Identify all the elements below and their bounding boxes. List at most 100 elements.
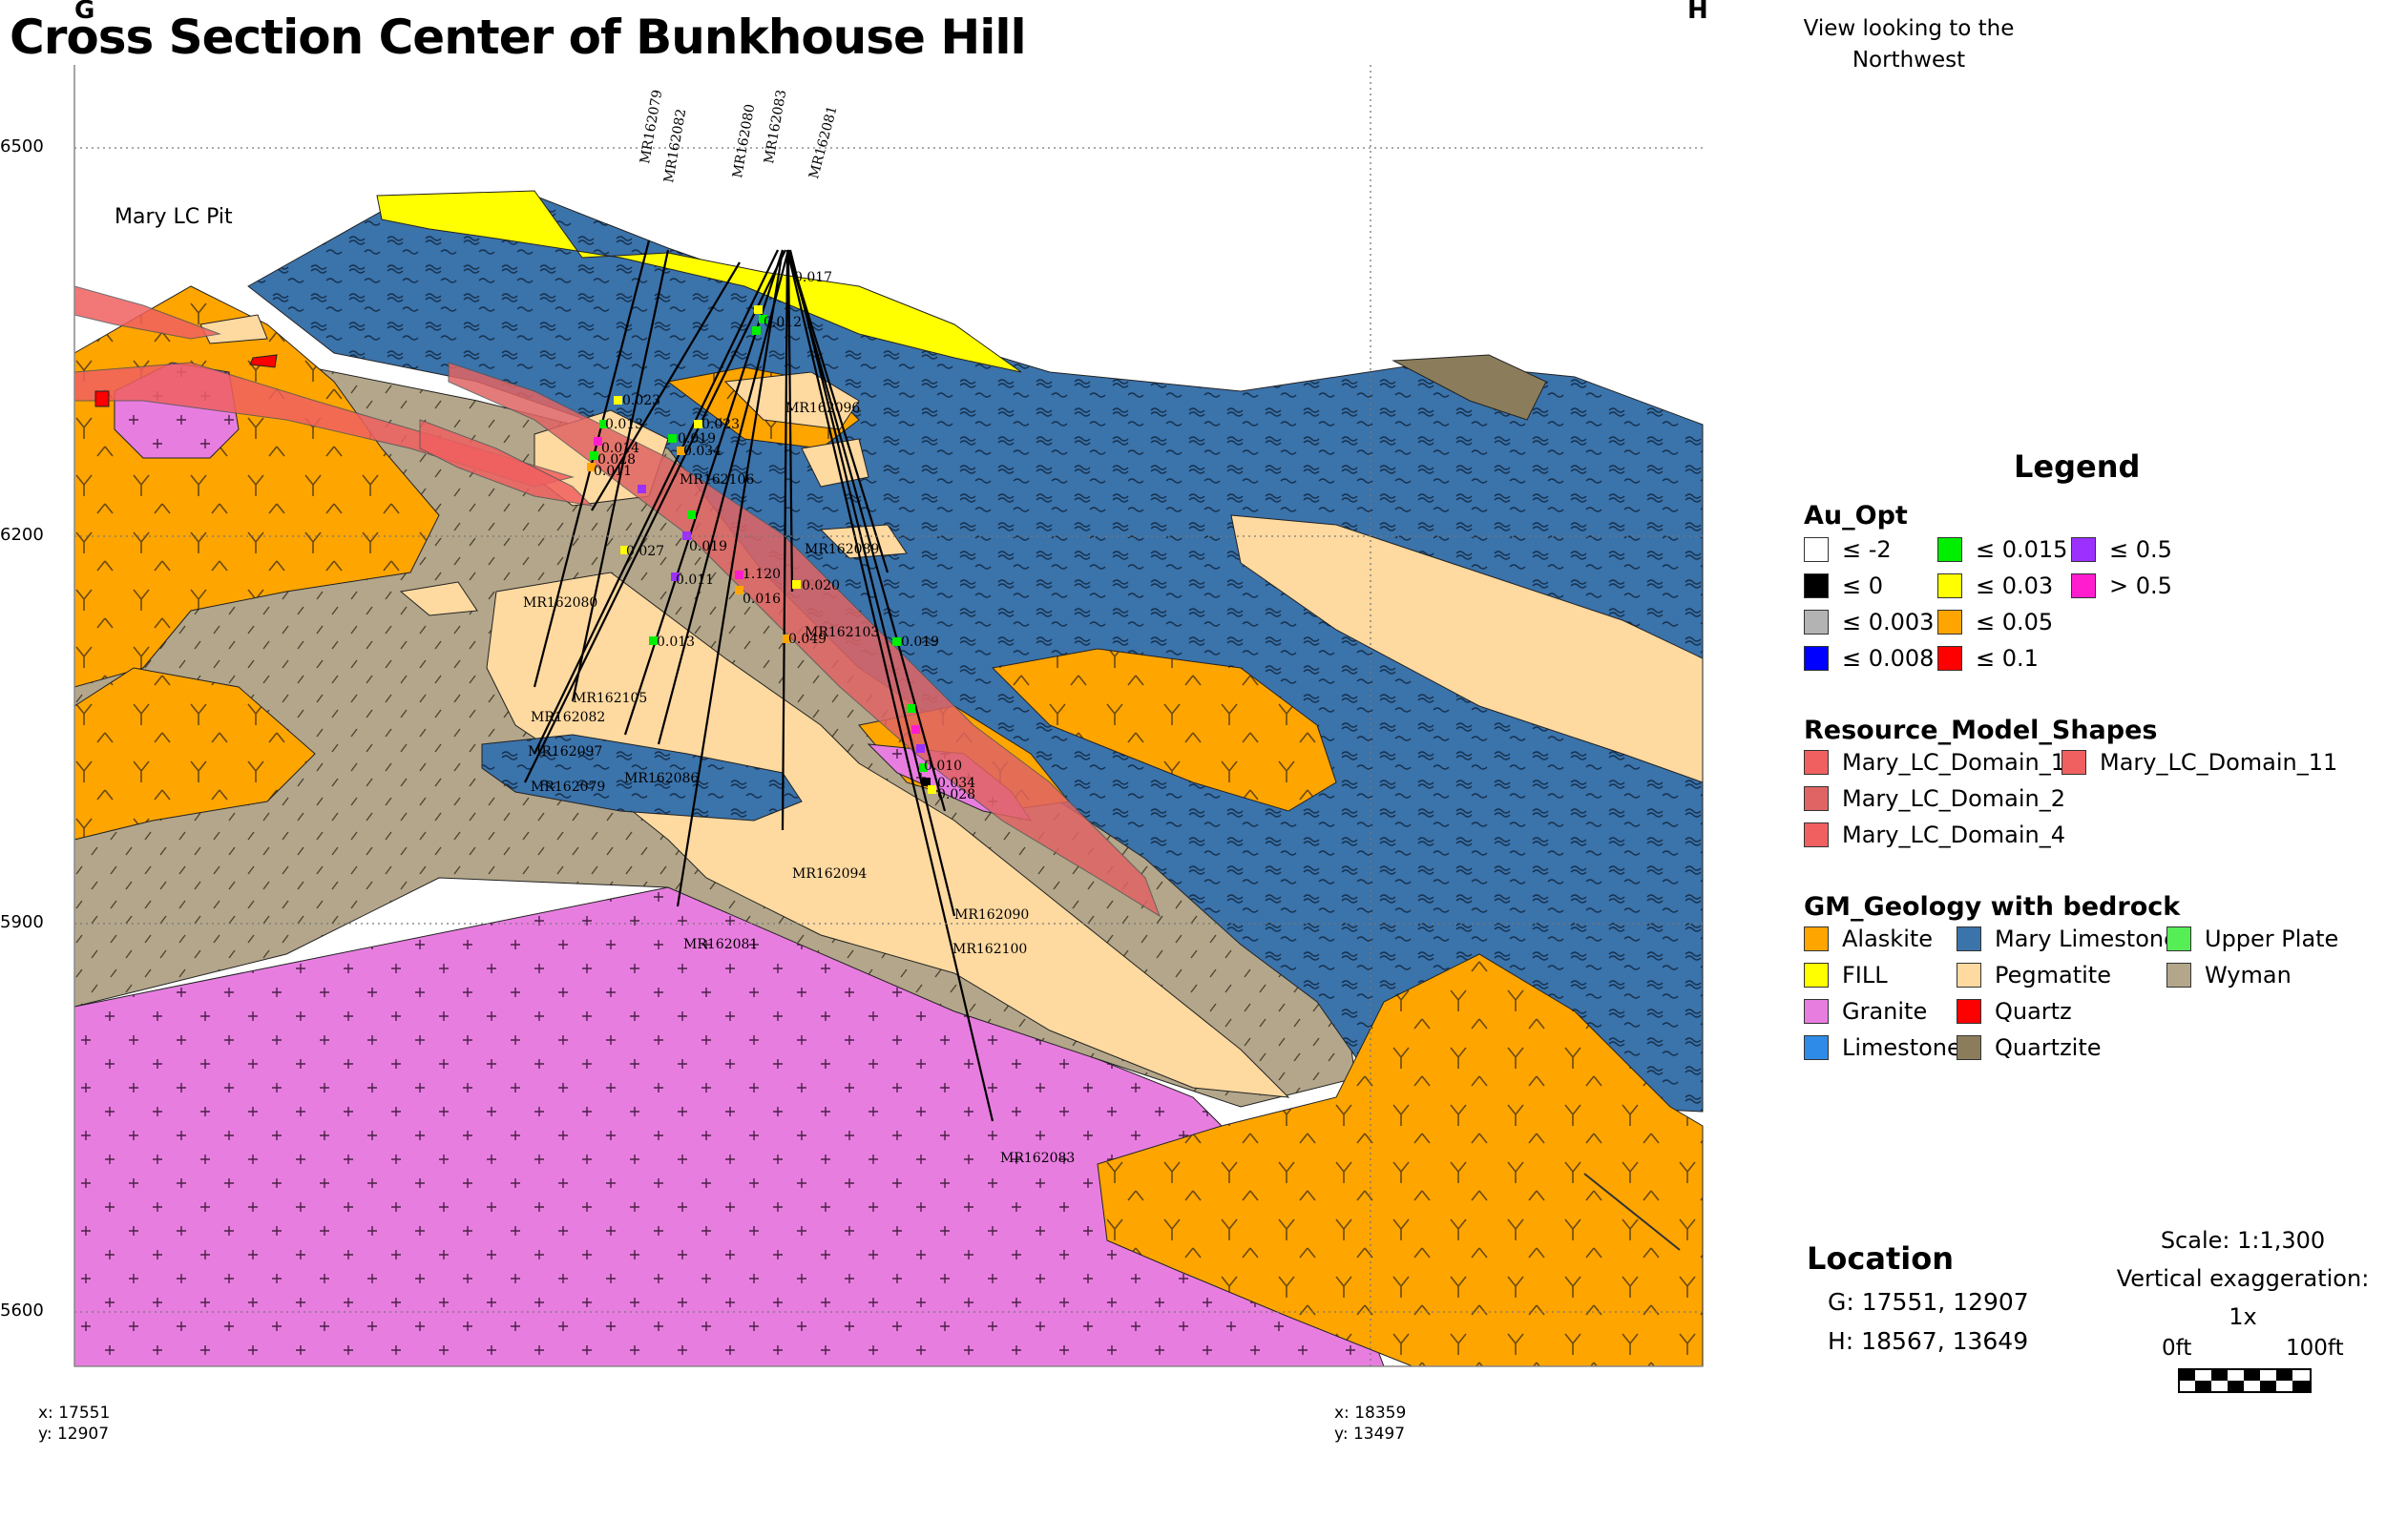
legend-swatch (2062, 750, 2086, 775)
legend-title: Legend (2014, 448, 2141, 485)
legend-swatch (1937, 573, 1962, 598)
location-panel: Location G: 17551, 12907 H: 18567, 13649 (1807, 1240, 2029, 1355)
legend-swatch (1937, 646, 1962, 671)
elevation-label: 5900 (0, 912, 44, 932)
coord-y: y: 12907 (38, 1425, 110, 1444)
legend-swatch (1804, 610, 1829, 635)
coord-y: y: 13497 (1334, 1425, 1406, 1444)
section-start-label: G (74, 0, 95, 25)
pit-label: Mary LC Pit (115, 205, 233, 229)
legend-item: Pegmatite (1957, 962, 2111, 989)
drill-hole-label: MR162089 (805, 542, 880, 557)
legend-swatch (1804, 750, 1829, 775)
drill-hole-label: MR162082 (531, 710, 606, 725)
drill-hole-traces (524, 239, 994, 1122)
legend-swatch (1957, 926, 1981, 951)
legend-section-title: Resource_Model_Shapes (1804, 716, 2158, 745)
legend-item: ≤ 0.003 (1804, 609, 1934, 635)
legend-item: Quartz (1957, 998, 2072, 1025)
scale-bar-graphic (2178, 1368, 2312, 1393)
assay-value-label: 0.034 (683, 444, 722, 459)
view-direction-note: View looking to the Northwest (1803, 16, 2015, 73)
assay-value-label: 0.010 (924, 759, 963, 774)
scale-panel: Scale: 1:1,300 Vertical exaggeration: 1x… (2100, 1221, 2386, 1403)
legend-swatch (2166, 963, 2191, 988)
assay-value-label: 0.012 (764, 315, 803, 330)
drill-hole-label: MR162105 (573, 691, 648, 706)
drill-hole-label: MR162096 (785, 401, 861, 416)
legend-swatch (2166, 926, 2191, 951)
drill-hole-label: MR162090 (954, 907, 1030, 923)
legend-item: ≤ 0.5 (2071, 536, 2172, 563)
legend-item: FILL (1804, 962, 1888, 989)
legend-swatch (1804, 537, 1829, 562)
legend-item: Granite (1804, 998, 1927, 1025)
legend-item: Mary_LC_Domain_11 (2062, 749, 2337, 776)
location-title: Location (1807, 1240, 1954, 1277)
scale-bar-start: 0ft (2162, 1336, 2192, 1361)
legend-section-title: Au_Opt (1804, 501, 1908, 531)
assay-value-label: 0.011 (676, 572, 715, 588)
page-title: Cross Section Center of Bunkhouse Hill (10, 10, 1027, 65)
legend-swatch (1937, 610, 1962, 635)
assay-value-label: 0.017 (794, 270, 833, 285)
assay-value-label: 0.011 (594, 464, 633, 479)
legend-item: ≤ 0.05 (1937, 609, 2053, 635)
assay-sample-points (587, 305, 936, 794)
legend-swatch (1804, 1035, 1829, 1060)
legend-item: Quartzite (1957, 1034, 2102, 1061)
legend-swatch (1804, 999, 1829, 1024)
legend-item: Mary_LC_Domain_2 (1804, 785, 2065, 812)
legend-swatch (1804, 822, 1829, 847)
drill-hole-label: MR162103 (805, 625, 880, 640)
assay-value-label: 0.016 (743, 592, 782, 607)
legend-swatch (1804, 926, 1829, 951)
section-end-label: H (1687, 0, 1708, 25)
location-h: H: 18567, 13649 (1828, 1327, 2029, 1355)
location-g: G: 17551, 12907 (1828, 1288, 2029, 1316)
legend-swatch (1804, 573, 1829, 598)
assay-value-label: 0.023 (622, 393, 661, 408)
elevation-label: 6200 (0, 525, 44, 545)
elevation-label: 5600 (0, 1301, 44, 1321)
legend-swatch (1804, 646, 1829, 671)
assay-value-label: 1.120 (743, 567, 782, 582)
legend-item: ≤ -2 (1804, 536, 1892, 563)
assay-value-label: 0.020 (802, 578, 841, 593)
legend-swatch (1957, 1035, 1981, 1060)
legend-item: Limestone (1804, 1034, 1961, 1061)
legend-item: Wyman (2166, 962, 2292, 989)
legend-swatch (1957, 999, 1981, 1024)
legend-item: ≤ 0.015 (1937, 536, 2067, 563)
map-gridlines (74, 65, 1703, 1366)
assay-value-label: 0.019 (689, 539, 728, 554)
drill-hole-label: MR162097 (528, 744, 603, 760)
legend-item: > 0.5 (2071, 572, 2172, 599)
scale-bar-end: 100ft (2286, 1336, 2344, 1361)
drill-hole-label: MR162083 (1000, 1151, 1076, 1166)
assay-value-label: 0.019 (678, 431, 717, 447)
elevation-label: 6500 (0, 136, 44, 156)
vertical-exaggeration: Vertical exaggeration: 1x (2116, 1265, 2370, 1330)
drill-hole-label: MR162106 (680, 472, 755, 488)
bottom-coordinate-left: x: 17551 y: 12907 (38, 1403, 110, 1445)
legend-swatch (1804, 786, 1829, 811)
assay-value-label: 0.019 (901, 635, 940, 650)
bottom-coordinate-right: x: 18359 y: 13497 (1334, 1403, 1406, 1445)
assay-value-label: 0.014 (601, 441, 640, 456)
legend-item: Mary_LC_Domain_1 (1804, 749, 2065, 776)
legend-item: ≤ 0 (1804, 572, 1883, 599)
legend-section-title: GM_Geology with bedrock (1804, 892, 2181, 922)
legend-swatch (1957, 963, 1981, 988)
legend-item: ≤ 0.1 (1937, 645, 2039, 672)
legend-item: Mary_LC_Domain_4 (1804, 822, 2065, 848)
drill-hole-label: MR162080 (523, 595, 598, 611)
assay-value-label: 0.034 (937, 776, 976, 791)
drill-hole-label: MR162081 (683, 937, 759, 952)
legend-swatch (2071, 537, 2096, 562)
legend-item: Alaskite (1804, 926, 1933, 952)
drill-hole-label: MR162079 (531, 780, 606, 795)
legend-item: ≤ 0.03 (1937, 572, 2053, 599)
legend-item: Mary Limestone (1957, 926, 2178, 952)
